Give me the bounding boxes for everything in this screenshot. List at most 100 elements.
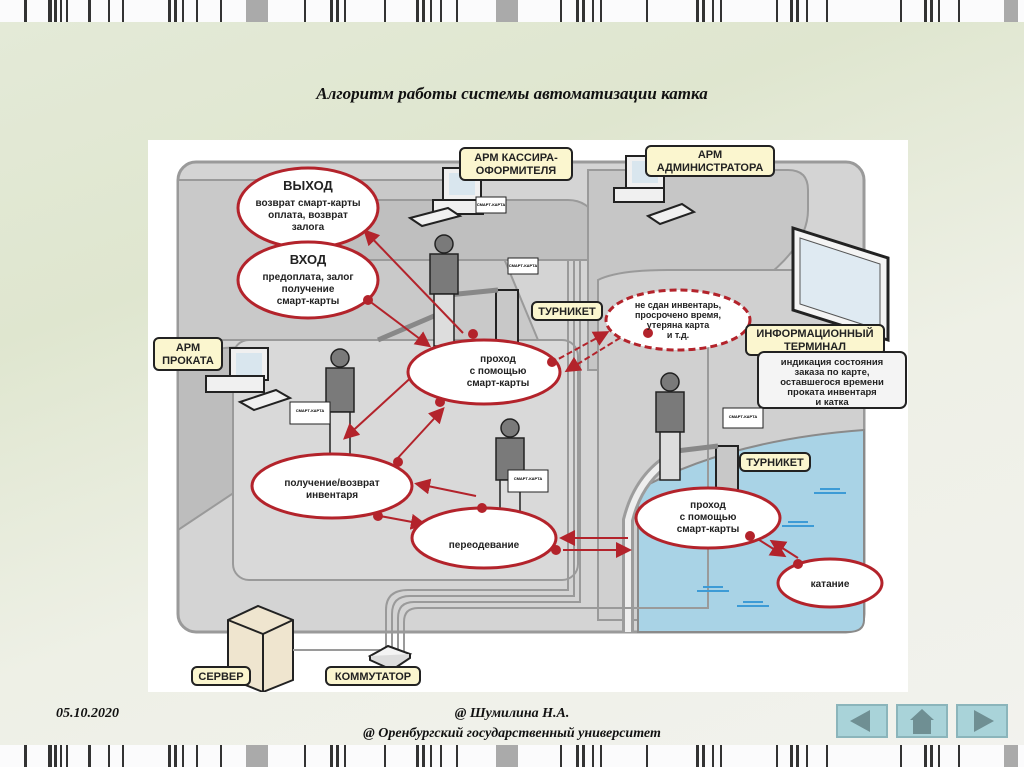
barcode-bar <box>600 0 602 22</box>
label-arm-admin: АРМ АДМИНИСТРАТОРА <box>645 145 775 177</box>
barcode-bar <box>720 0 722 22</box>
smart-card-tag: СМАРТ-КАРТА <box>289 401 331 425</box>
person-icon-cashier-area <box>429 234 459 347</box>
svg-text:оплата, возврат: оплата, возврат <box>268 210 348 221</box>
barcode-bar <box>958 745 960 767</box>
svg-text:с помощью: с помощью <box>680 512 737 523</box>
barcode-bar <box>806 745 808 767</box>
barcode-bar <box>60 745 62 767</box>
svg-text:АРМ КАССИРА-: АРМ КАССИРА- <box>474 152 558 164</box>
barcode-bar <box>196 745 198 767</box>
barcode-bar <box>456 745 458 767</box>
computer-icon-rental <box>205 347 293 412</box>
rink-automation-diagram: СМАРТ-КАРТА СМАРТ-КАРТА СМАРТ-КАРТА СМАР… <box>148 140 908 694</box>
svg-text:катание: катание <box>811 579 850 590</box>
home-button[interactable] <box>896 704 948 738</box>
label-server: СЕРВЕР <box>191 666 251 686</box>
home-icon <box>910 709 934 734</box>
barcode-bar <box>122 745 124 767</box>
barcode-bar <box>48 0 52 22</box>
barcode-bar <box>696 0 699 22</box>
barcode-bar <box>924 0 927 22</box>
barcode-bar <box>496 0 518 22</box>
barcode-bar <box>702 745 705 767</box>
barcode-bar <box>696 745 699 767</box>
barcode-bar <box>88 745 91 767</box>
top-decorative-strip <box>0 0 1024 22</box>
svg-text:и катка: и катка <box>815 397 849 408</box>
svg-text:переодевание: переодевание <box>449 540 520 551</box>
barcode-bar <box>576 0 579 22</box>
barcode-bar <box>182 745 184 767</box>
smart-card-tags: СМАРТ-КАРТА СМАРТ-КАРТА СМАРТ-КАРТА СМАР… <box>289 196 764 493</box>
barcode-bar <box>826 0 828 22</box>
barcode-bar <box>66 745 68 767</box>
svg-text:ИНФОРМАЦИОННЫЙ: ИНФОРМАЦИОННЫЙ <box>756 327 873 340</box>
footer-date: 05.10.2020 <box>56 706 119 721</box>
barcode-bar <box>776 0 778 22</box>
svg-text:инвентаря: инвентаря <box>306 490 358 501</box>
barcode-bar <box>790 745 793 767</box>
barcode-bar <box>712 0 714 22</box>
barcode-bar <box>344 0 346 22</box>
barcode-bar <box>456 0 458 22</box>
node-changing: переодевание <box>410 503 561 570</box>
barcode-bar <box>576 745 579 767</box>
barcode-bar <box>560 0 562 22</box>
barcode-bar <box>24 745 27 767</box>
barcode-bar <box>924 745 927 767</box>
barcode-bar <box>600 745 602 767</box>
barcode-bar <box>108 0 110 22</box>
barcode-bar <box>66 0 68 22</box>
barcode-bar <box>440 0 442 22</box>
barcode-bar <box>24 0 27 22</box>
label-turnstile-2: ТУРНИКЕТ <box>739 452 811 472</box>
barcode-bar <box>246 0 268 22</box>
svg-text:утеряна карта: утеряна карта <box>647 320 710 330</box>
barcode-bar <box>416 745 419 767</box>
next-slide-button[interactable] <box>956 704 1008 738</box>
previous-slide-button[interactable] <box>836 704 888 738</box>
barcode-bar <box>168 0 171 22</box>
svg-text:смарт-карты: смарт-карты <box>277 296 340 307</box>
label-arm-cashier: АРМ КАССИРА- ОФОРМИТЕЛЯ <box>459 147 573 181</box>
node-skating: катание <box>776 557 884 609</box>
barcode-bar <box>304 745 306 767</box>
barcode-bar <box>806 0 808 22</box>
barcode-bar <box>560 745 562 767</box>
ice-marks <box>697 488 846 607</box>
barcode-bar <box>422 0 425 22</box>
svg-text:СМАРТ-КАРТА: СМАРТ-КАРТА <box>514 476 543 481</box>
barcode-bar <box>930 745 933 767</box>
svg-text:залога: залога <box>292 222 325 233</box>
node-pass-smart-card-1: проход с помощью смарт-карты <box>406 329 562 407</box>
triangle-right-icon <box>974 710 994 732</box>
svg-text:СМАРТ-КАРТА: СМАРТ-КАРТА <box>477 202 506 207</box>
barcode-bar <box>304 0 306 22</box>
barcode-bar <box>720 745 722 767</box>
info-terminal-screen-icon <box>791 225 890 343</box>
node-violation: не сдан инвентарь, просрочено время, уте… <box>604 288 752 352</box>
barcode-bar <box>930 0 933 22</box>
svg-text:ВЫХОД: ВЫХОД <box>283 178 333 193</box>
node-pass-smart-card-2: проход с помощью смарт-карты <box>634 486 782 550</box>
svg-text:ТЕРМИНАЛ: ТЕРМИНАЛ <box>784 341 846 353</box>
bottom-decorative-strip <box>0 745 1024 767</box>
svg-text:смарт-карты: смарт-карты <box>467 378 530 389</box>
svg-text:АРМ: АРМ <box>176 342 200 354</box>
barcode-bar <box>344 745 346 767</box>
svg-text:заказа по карте,: заказа по карте, <box>794 367 869 378</box>
smart-card-tag: СМАРТ-КАРТА <box>507 469 549 493</box>
svg-text:получение/возврат: получение/возврат <box>284 478 379 489</box>
barcode-bar <box>122 0 124 22</box>
svg-text:ВХОД: ВХОД <box>290 252 327 267</box>
barcode-bar <box>592 0 594 22</box>
footer-organization: @ Оренбургский государственный университ… <box>363 726 661 741</box>
label-turnstile-1: ТУРНИКЕТ <box>531 301 603 321</box>
node-exit: ВЫХОД возврат смарт-карты оплата, возвра… <box>236 166 380 250</box>
svg-text:смарт-карты: смарт-карты <box>677 524 740 535</box>
svg-text:СМАРТ-КАРТА: СМАРТ-КАРТА <box>296 408 325 413</box>
svg-text:просрочено время,: просрочено время, <box>635 310 721 320</box>
barcode-bar <box>88 0 91 22</box>
svg-text:ОФОРМИТЕЛЯ: ОФОРМИТЕЛЯ <box>476 165 557 177</box>
